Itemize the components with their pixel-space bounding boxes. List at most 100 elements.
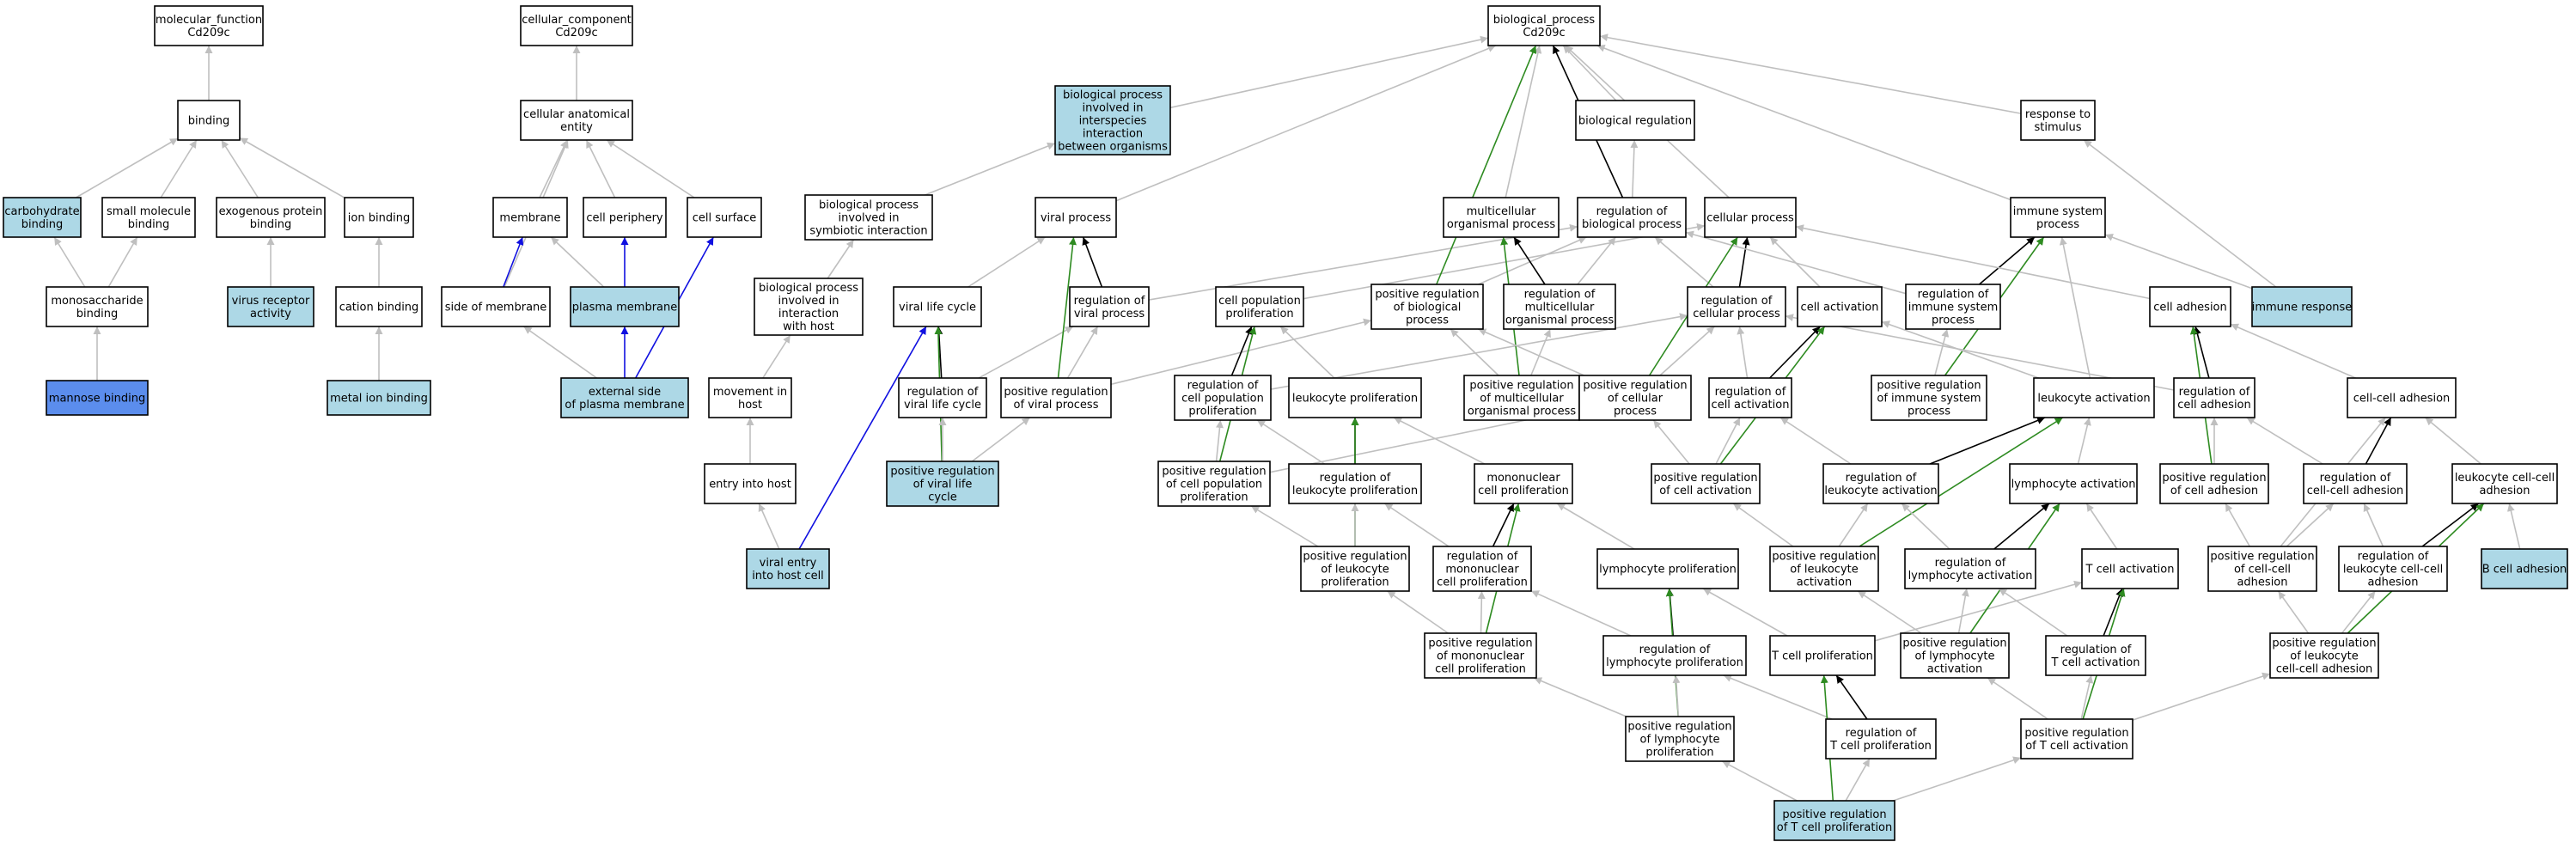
edge-line bbox=[1230, 326, 1253, 376]
node-box bbox=[520, 100, 633, 141]
node-cell-activation[interactable]: cell activation bbox=[1797, 286, 1883, 327]
node-cell-cell-adhesion[interactable]: cell-cell adhesion bbox=[2347, 377, 2457, 418]
node-lymphocyte-activation[interactable]: lymphocyte activation bbox=[2009, 463, 2138, 504]
node-box bbox=[560, 377, 689, 418]
node-biological-regulation[interactable]: biological regulation bbox=[1575, 100, 1695, 141]
node-binding[interactable]: binding bbox=[177, 100, 241, 141]
node-leukocyte-activation[interactable]: leukocyte activation bbox=[2033, 377, 2155, 418]
node-lymphocyte-prolif[interactable]: lymphocyte proliferation bbox=[1596, 548, 1739, 589]
node-label-line: cell activation bbox=[1712, 399, 1790, 412]
node-cellular-process[interactable]: cellular process bbox=[1704, 197, 1797, 238]
node-reg-t-cell-activation[interactable]: regulation ofT cell activation bbox=[2045, 635, 2146, 676]
node-label-line: interaction bbox=[778, 308, 839, 320]
node-reg-t-cell-prolif[interactable]: regulation ofT cell proliferation bbox=[1825, 718, 1937, 760]
node-viral-process[interactable]: viral process bbox=[1035, 197, 1117, 238]
node-b-cell-adhesion[interactable]: B cell adhesion bbox=[2481, 548, 2568, 589]
node-side-membrane[interactable]: side of membrane bbox=[441, 286, 551, 327]
node-cell-periphery[interactable]: cell periphery bbox=[583, 197, 667, 238]
node-label-line: response to bbox=[2025, 108, 2091, 121]
node-box bbox=[570, 286, 680, 327]
node-cell-surface[interactable]: cell surface bbox=[687, 197, 762, 238]
node-box bbox=[177, 100, 241, 141]
node-label-line: cell-cell adhesion bbox=[2276, 663, 2373, 676]
node-plasma-membrane[interactable]: plasma membrane bbox=[570, 286, 680, 327]
node-mannose-binding[interactable]: mannose binding bbox=[46, 380, 149, 416]
node-label-line: regulation of bbox=[1596, 205, 1668, 218]
node-immune-response[interactable]: immune response bbox=[2251, 286, 2353, 327]
node-viral-life-cycle[interactable]: viral life cycle bbox=[893, 286, 982, 327]
edge-line bbox=[503, 236, 524, 288]
node-cation-binding[interactable]: cation binding bbox=[335, 286, 423, 327]
node-label-line: regulation of bbox=[2179, 386, 2250, 399]
edge-is-a-viral-entry-to-entry-host bbox=[758, 503, 780, 550]
node-t-cell-activation[interactable]: T cell activation bbox=[2081, 548, 2179, 589]
node-cell-adhesion[interactable]: cell adhesion bbox=[2149, 286, 2231, 327]
edge-layer bbox=[53, 34, 2521, 802]
node-metal-ion-binding[interactable]: metal ion binding bbox=[327, 380, 431, 416]
edge-positively-regulates-pos-reg-leukocyte-activation-to-leukocyte-activation bbox=[1859, 417, 2064, 547]
node-entry-host[interactable]: entry into host bbox=[704, 463, 797, 504]
node-leukocyte-prolif[interactable]: leukocyte proliferation bbox=[1288, 377, 1422, 418]
node-box bbox=[754, 278, 864, 336]
node-membrane[interactable]: membrane bbox=[492, 197, 568, 238]
edge-positively-regulates-pos-reg-viral-process-to-viral-process bbox=[1057, 236, 1077, 379]
node-ion-binding[interactable]: ion binding bbox=[344, 197, 414, 238]
node-t-cell-prolif[interactable]: T cell proliferation bbox=[1769, 635, 1876, 676]
